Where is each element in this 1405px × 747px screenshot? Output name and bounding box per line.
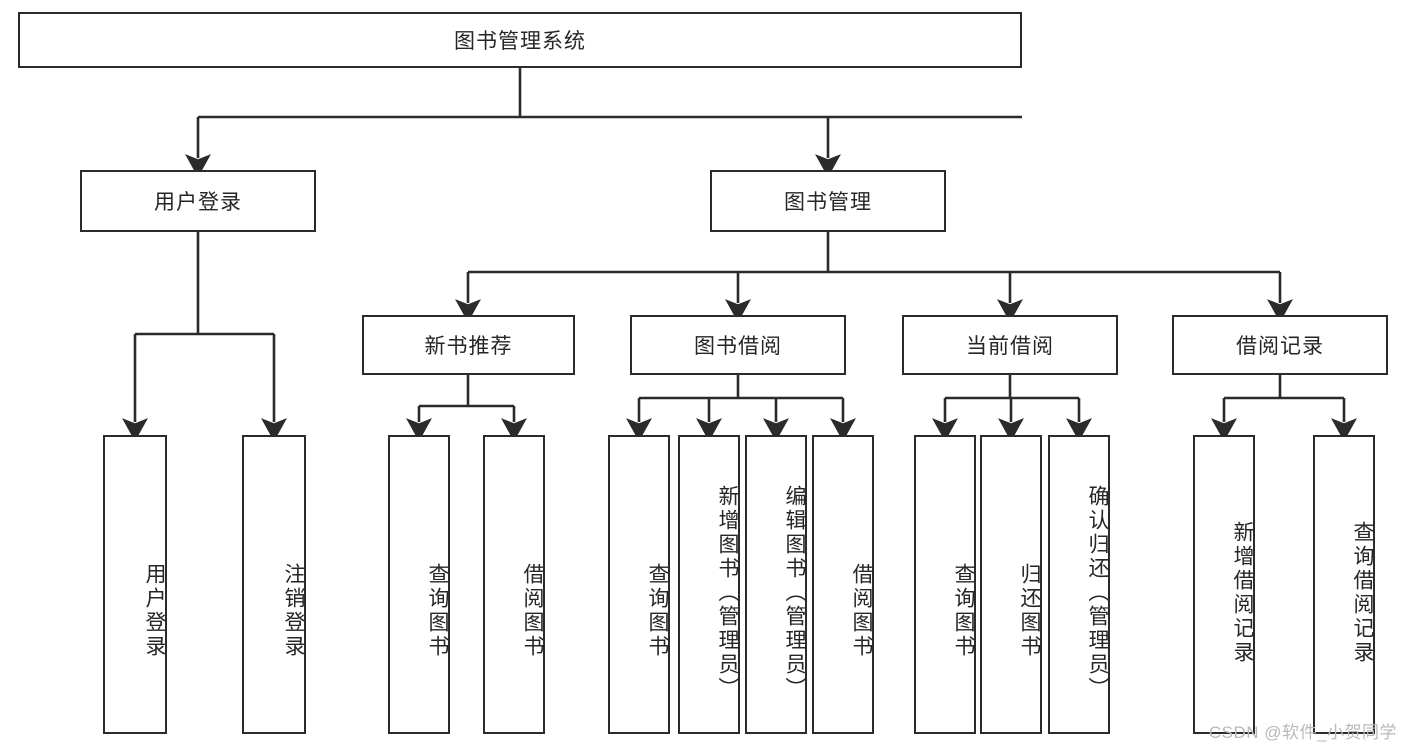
leaf-query-book-current[interactable]: 查询图书 <box>914 435 976 734</box>
leaf-query-book-recommend[interactable]: 查询图书 <box>388 435 450 734</box>
leaf-query-book-borrow[interactable]: 查询图书 <box>608 435 670 734</box>
node-book-management[interactable]: 图书管理 <box>710 170 946 232</box>
node-new-book-recommend[interactable]: 新书推荐 <box>362 315 575 375</box>
leaf-query-borrow-record[interactable]: 查询借阅记录 <box>1313 435 1375 734</box>
node-root-book-management-system[interactable]: 图书管理系统 <box>18 12 1022 68</box>
leaf-edit-book-admin[interactable]: 编辑图书（管理员） <box>745 435 807 734</box>
leaf-add-borrow-record[interactable]: 新增借阅记录 <box>1193 435 1255 734</box>
node-book-borrow[interactable]: 图书借阅 <box>630 315 846 375</box>
leaf-add-book-admin[interactable]: 新增图书（管理员） <box>678 435 740 734</box>
node-user-login[interactable]: 用户登录 <box>80 170 316 232</box>
leaf-confirm-return-admin[interactable]: 确认归还（管理员） <box>1048 435 1110 734</box>
leaf-borrow-book[interactable]: 借阅图书 <box>812 435 874 734</box>
watermark-text: CSDN @软件_小贺同学 <box>1208 723 1397 742</box>
leaf-logout-login[interactable]: 注销登录 <box>242 435 306 734</box>
leaf-borrow-book-recommend[interactable]: 借阅图书 <box>483 435 545 734</box>
node-borrow-record[interactable]: 借阅记录 <box>1172 315 1388 375</box>
node-current-borrow[interactable]: 当前借阅 <box>902 315 1118 375</box>
leaf-return-book[interactable]: 归还图书 <box>980 435 1042 734</box>
leaf-user-login[interactable]: 用户登录 <box>103 435 167 734</box>
